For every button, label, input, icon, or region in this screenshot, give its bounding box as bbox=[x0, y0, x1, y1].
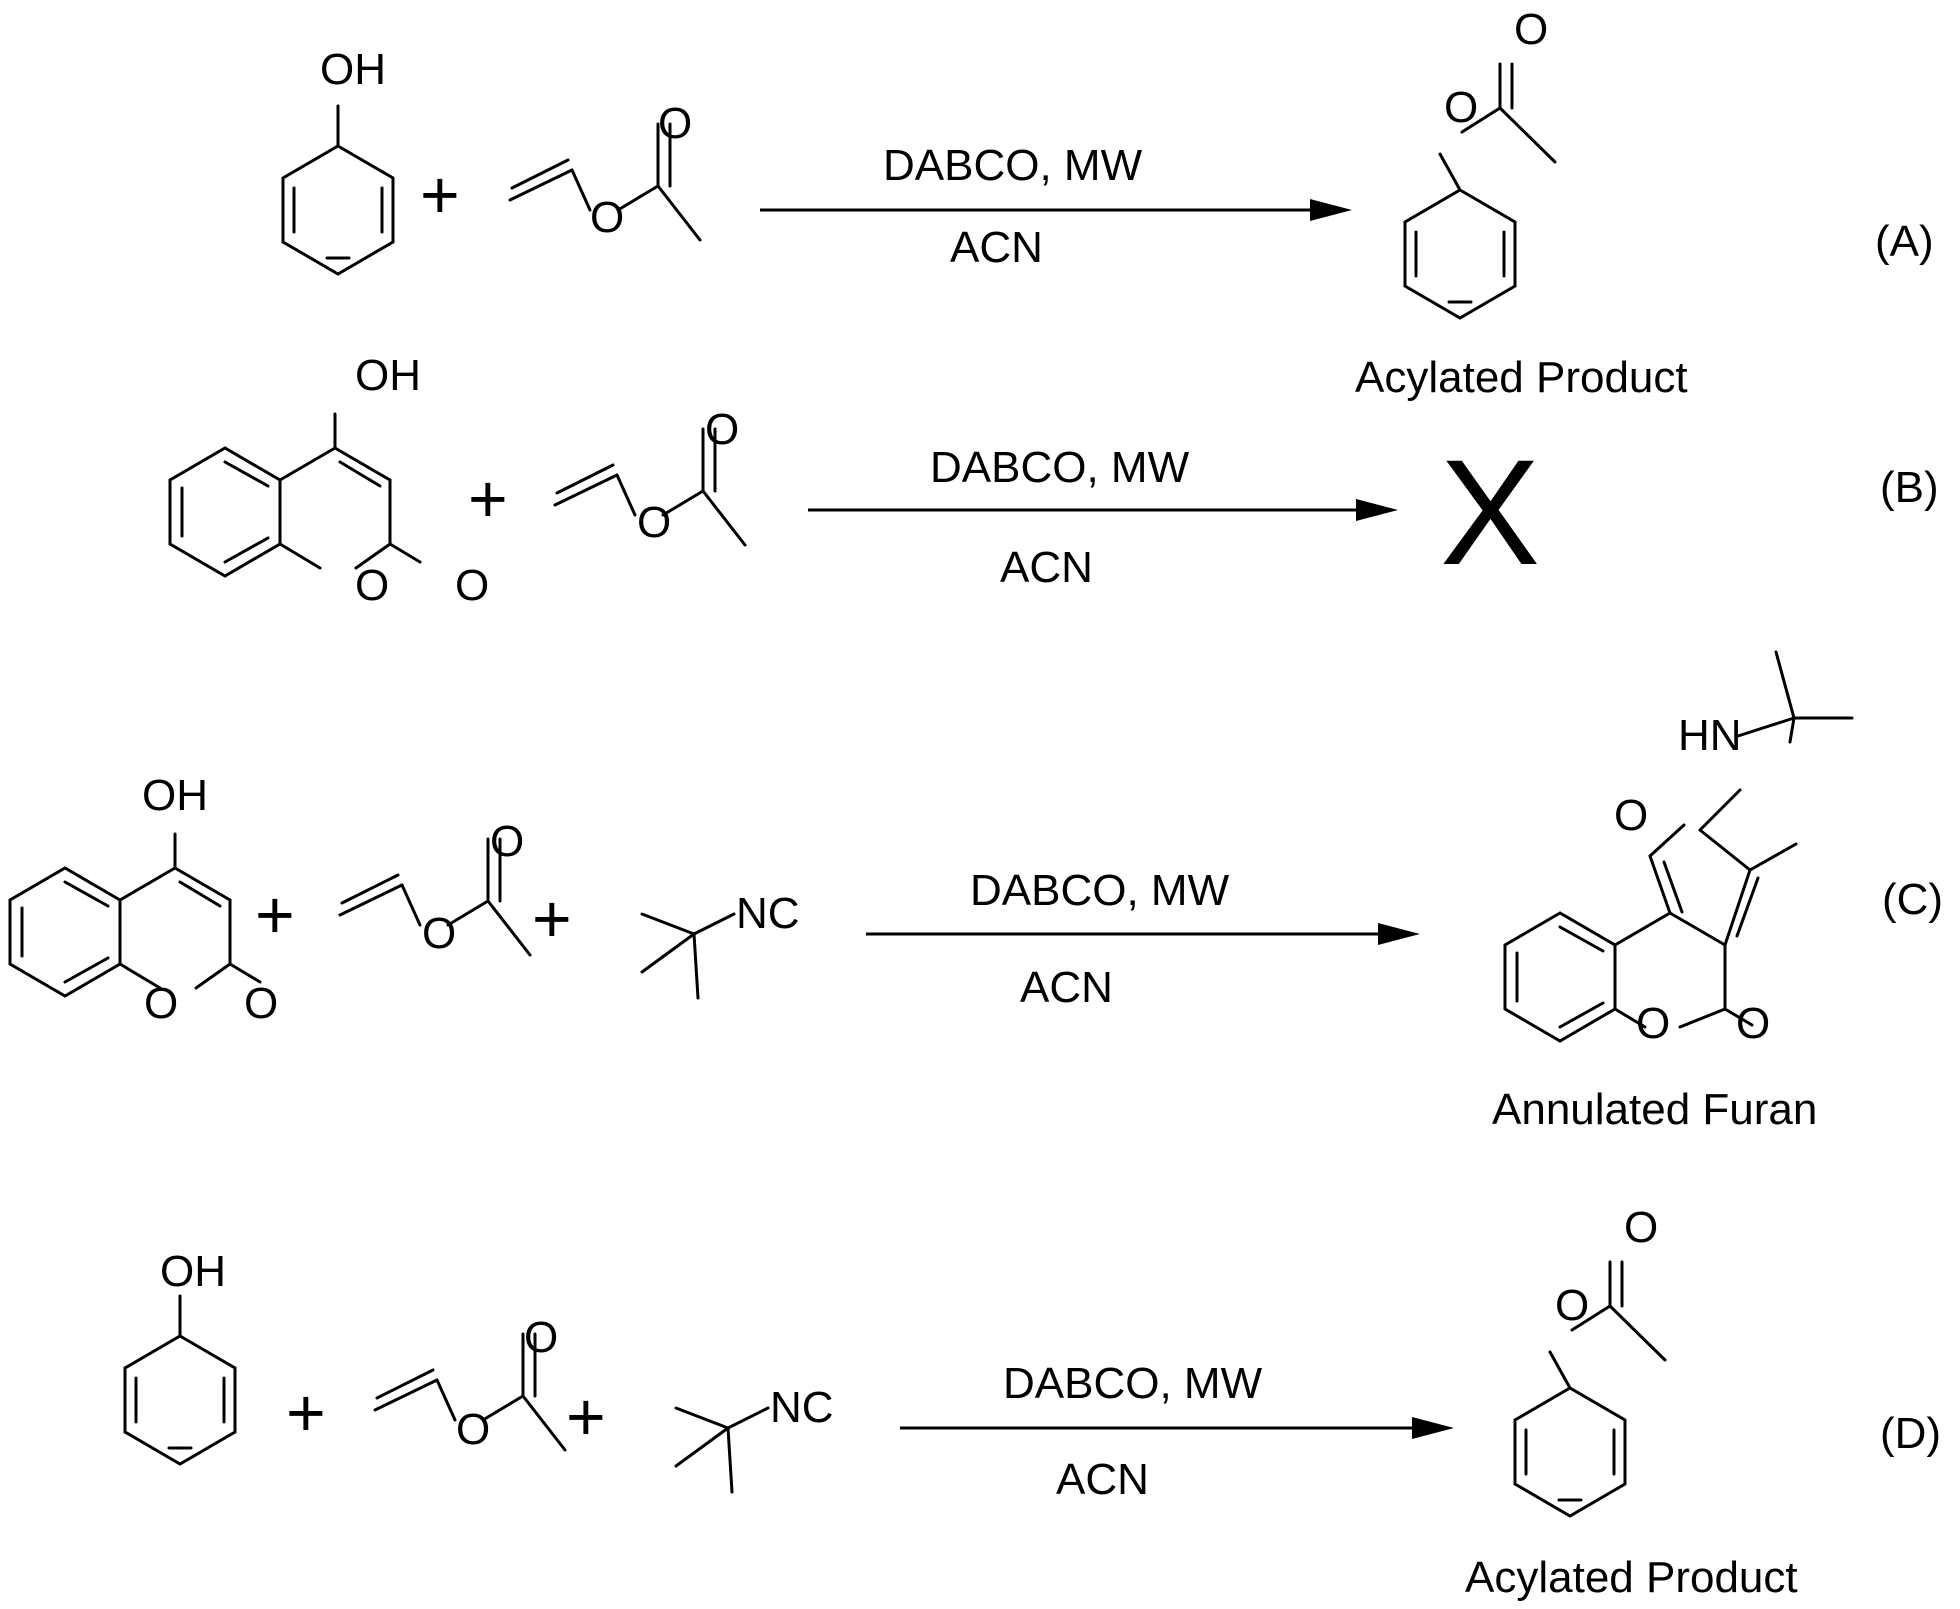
phenol-structure bbox=[281, 104, 395, 276]
product-name: Acylated Product bbox=[1355, 353, 1688, 402]
oh-label: OH bbox=[320, 45, 386, 94]
no-reaction-mark: X bbox=[1440, 428, 1540, 596]
nc-label: NC bbox=[736, 889, 800, 938]
o-label: O bbox=[244, 979, 278, 1028]
condition-bottom: ACN bbox=[950, 223, 1043, 272]
hydroxycoumarin-structure bbox=[8, 832, 262, 998]
product-name: Annulated Furan bbox=[1492, 1085, 1817, 1134]
product-name: Acylated Product bbox=[1465, 1553, 1798, 1602]
plus-sign: + bbox=[255, 877, 295, 953]
o-label: O bbox=[456, 1405, 490, 1454]
reaction-label: (C) bbox=[1882, 875, 1943, 924]
o-label: O bbox=[705, 405, 739, 454]
condition-top: DABCO, MW bbox=[930, 443, 1190, 492]
oh-label: OH bbox=[355, 351, 421, 400]
reaction-label: (B) bbox=[1880, 463, 1939, 512]
o-label: O bbox=[658, 99, 692, 148]
phenyl-acetate-structure bbox=[1403, 62, 1557, 320]
arrow-head bbox=[1356, 499, 1398, 521]
plus-sign: + bbox=[566, 1379, 606, 1455]
phenol-structure bbox=[123, 1294, 237, 1466]
reaction-a: OH + O O DABCO, MW ACN O O Acylated Prod… bbox=[281, 5, 1934, 402]
o-label: O bbox=[1736, 999, 1770, 1048]
hn-label: HN bbox=[1678, 711, 1742, 760]
reaction-label: (A) bbox=[1875, 217, 1934, 266]
o-label: O bbox=[1624, 1203, 1658, 1252]
o-label: O bbox=[637, 498, 671, 547]
condition-bottom: ACN bbox=[1000, 543, 1093, 592]
o-label: O bbox=[422, 909, 456, 958]
condition-top: DABCO, MW bbox=[970, 866, 1230, 915]
condition-top: DABCO, MW bbox=[1003, 1359, 1263, 1408]
condition-bottom: ACN bbox=[1020, 963, 1113, 1012]
o-label: O bbox=[1514, 5, 1548, 54]
arrow-head bbox=[1412, 1417, 1454, 1439]
o-label: O bbox=[1636, 999, 1670, 1048]
tbu-isocyanide-structure bbox=[674, 1406, 770, 1494]
o-label: O bbox=[1444, 83, 1478, 132]
o-label: O bbox=[524, 1313, 558, 1362]
reaction-c: OH O O + O O + NC DABCO, MW ACN bbox=[8, 650, 1943, 1134]
reaction-d: OH + O O + NC DABCO, MW ACN O O Acylated… bbox=[123, 1203, 1941, 1602]
hydroxycoumarin-structure bbox=[168, 412, 422, 578]
reaction-label: (D) bbox=[1880, 1409, 1941, 1458]
plus-sign: + bbox=[286, 1375, 326, 1451]
nc-label: NC bbox=[770, 1383, 834, 1432]
o-label: O bbox=[1614, 791, 1648, 840]
o-label: O bbox=[355, 561, 389, 610]
condition-top: DABCO, MW bbox=[883, 141, 1143, 190]
condition-bottom: ACN bbox=[1056, 1455, 1149, 1504]
arrow-head bbox=[1310, 199, 1352, 221]
o-label: O bbox=[455, 561, 489, 610]
tbu-isocyanide-structure bbox=[640, 912, 736, 1000]
o-label: O bbox=[490, 817, 524, 866]
arrow-head bbox=[1378, 923, 1420, 945]
reaction-b: OH O O + O O DABCO, MW ACN X (B) bbox=[168, 351, 1939, 610]
annulated-furan-structure bbox=[1503, 650, 1854, 1043]
plus-sign: + bbox=[532, 881, 572, 957]
o-label: O bbox=[144, 979, 178, 1028]
plus-sign: + bbox=[420, 157, 460, 233]
plus-sign: + bbox=[468, 461, 508, 537]
o-label: O bbox=[1555, 1281, 1589, 1330]
phenyl-acetate-structure bbox=[1513, 1260, 1667, 1518]
oh-label: OH bbox=[160, 1247, 226, 1296]
oh-label: OH bbox=[142, 771, 208, 820]
o-label: O bbox=[590, 193, 624, 242]
